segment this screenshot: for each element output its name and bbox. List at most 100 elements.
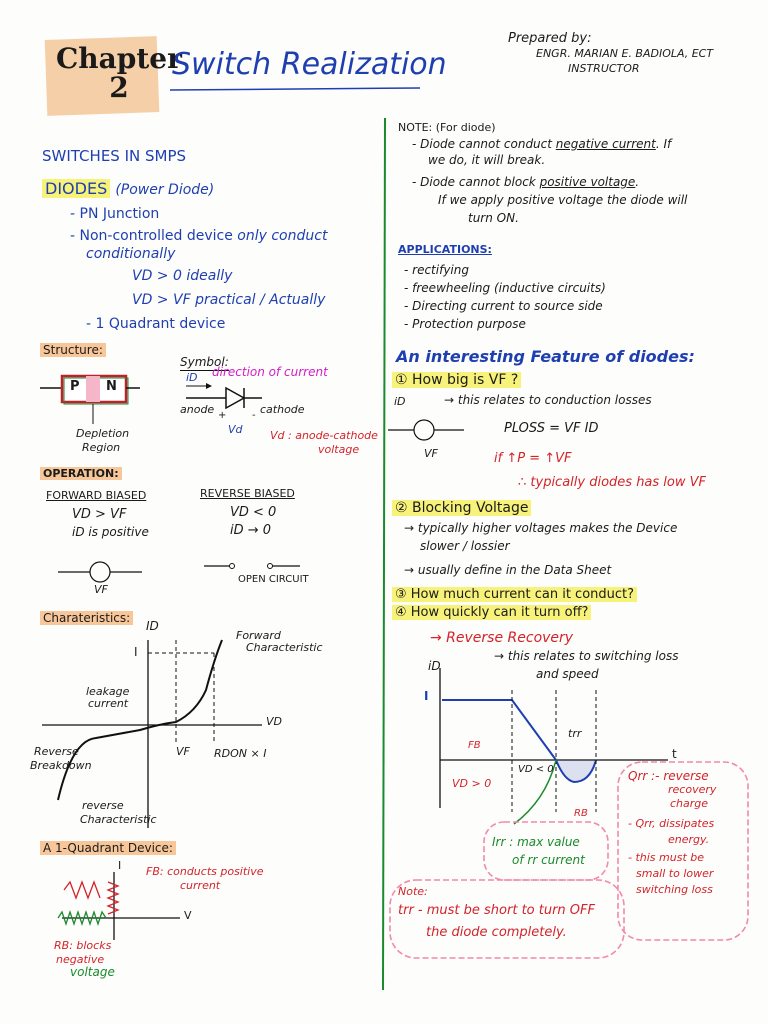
leakage-label: leakage [86, 685, 130, 698]
vd-symbol: Vd [228, 423, 243, 436]
fb-note: FB: conducts positive [146, 865, 264, 878]
q3: ③ How much current can it conduct? [392, 587, 638, 602]
bullet-pn: - PN Junction [70, 206, 160, 222]
note2a: - Diode cannot block [412, 175, 536, 189]
rr-rb-label: RB [574, 808, 588, 819]
p-label: P [70, 379, 80, 394]
characteristics-label: Charateristics: [40, 611, 134, 625]
rr-note1: → this relates to switching loss [494, 649, 679, 663]
bullet-noncontrolled: - Non-controlled device [70, 228, 233, 244]
forward-biased: FORWARD BIASED [46, 489, 147, 502]
rr-t-axis: t [672, 747, 677, 761]
note1d: we do, it will break. [428, 153, 546, 167]
minus-label: - [252, 410, 256, 421]
vd-ideal: VD > 0 ideally [132, 268, 233, 284]
qrr-note3: charge [670, 797, 709, 810]
q4: ④ How quickly can it turn off? [392, 605, 592, 620]
one-quadrant-label: A 1-Quadrant Device: [40, 841, 176, 855]
reverse-biased: REVERSE BIASED [200, 487, 295, 500]
qrr-small2: small to lower [636, 867, 714, 880]
q1-vf-label: VF [424, 447, 438, 460]
page-title: Switch Realization [172, 47, 447, 82]
cathode-label: cathode [260, 403, 305, 416]
chapter-title-block: Chapter 2 [56, 44, 182, 103]
reverse-breakdown: Reverse [34, 745, 79, 758]
anode-label: anode [180, 403, 215, 416]
fb-vf-label: VF [94, 583, 108, 596]
qrr-diss: - Qrr, dissipates [628, 817, 715, 830]
rr-vd-neg: VD < 0 [518, 764, 554, 775]
bullet-noncontrolled-row: - Non-controlled device only conduct [70, 228, 327, 244]
rr-vd-pos: VD > 0 [452, 777, 492, 790]
note-heading: NOTE: (For diode) [398, 121, 496, 134]
qrr-note2: recovery [668, 783, 717, 796]
note2b: positive voltage [539, 175, 636, 189]
q1: ① How big is VF ? [392, 372, 522, 388]
open-circuit-label: OPEN CIRCUIT [238, 574, 309, 585]
rb-cond2: iD → 0 [230, 523, 272, 538]
n-label: N [106, 379, 117, 394]
note2c: . [635, 175, 640, 189]
reverse-breakdown2: Breakdown [30, 759, 92, 772]
final-note-head: Note: [398, 885, 428, 898]
note1a: - Diode cannot conduct [412, 137, 552, 151]
note1c: . If [655, 137, 672, 151]
noncontrolled-note: only conduct [237, 228, 328, 244]
q2: ② Blocking Voltage [392, 500, 532, 516]
forward-char: Forward [236, 629, 281, 642]
q-i-axis: I [118, 859, 122, 872]
q2-note1: → typically higher voltages makes the De… [404, 521, 678, 535]
author-role: INSTRUCTOR [568, 62, 640, 75]
diodes-subtitle: (Power Diode) [115, 182, 215, 198]
note2-row: - Diode cannot block positive voltage. [412, 175, 640, 190]
vf-axis-label: VF [176, 745, 190, 758]
q1-id: iD [394, 395, 406, 408]
direction-label: direction of current [212, 365, 328, 379]
note1-row: - Diode cannot conduct negative current.… [412, 137, 672, 152]
section-heading: SWITCHES IN SMPS [42, 147, 187, 165]
applications-heading: APPLICATIONS: [398, 243, 492, 256]
rr-trr-label: trr [568, 727, 582, 740]
if-line: if ↑P = ↑VF [494, 451, 572, 466]
vd-practical: VD > VF practical / Actually [132, 292, 326, 308]
q-v-axis: V [184, 909, 192, 922]
leakage-label2: current [88, 697, 129, 710]
vd-axis-label: VD [266, 715, 282, 728]
app-item-1: - rectifying [404, 263, 469, 277]
final-note1: trr - must be short to turn OFF [398, 903, 595, 918]
forward-char2: Characteristic [246, 641, 323, 654]
depletion-label: Depletion [76, 427, 130, 440]
q2-note2: slower / lossier [420, 539, 510, 553]
rdon-label: RDON × I [214, 747, 267, 760]
qrr-diss2: energy. [668, 833, 710, 846]
q2-note3: → usually define in the Data Sheet [404, 563, 612, 577]
region-label: Region [82, 441, 121, 454]
qrr-small3: switching loss [636, 883, 713, 896]
final-note2: the diode completely. [426, 925, 567, 940]
reverse-char2: Characteristic [80, 813, 157, 826]
char-id-axis: ID [146, 619, 159, 633]
author-name: ENGR. MARIAN E. BADIOLA, ECT [536, 47, 714, 60]
rb-cond1: VD < 0 [230, 505, 277, 520]
rb-note2: negative [56, 953, 105, 966]
vd-note2: voltage [318, 443, 360, 456]
diodes-heading-row: DIODES (Power Diode) [42, 179, 215, 198]
app-item-2: - freewheeling (inductive circuits) [404, 281, 606, 295]
reverse-recovery: → Reverse Recovery [430, 630, 574, 646]
feature-heading: An interesting Feature of diodes: [396, 347, 695, 366]
rr-i-label: I [424, 689, 429, 703]
vd-note: Vd : anode-cathode [270, 429, 378, 442]
note2e: turn ON. [468, 211, 519, 225]
operation-label: OPERATION: [40, 467, 122, 480]
symbol-id-label: iD [186, 371, 198, 384]
rb-note3: voltage [70, 965, 115, 979]
note2d: If we apply positive voltage the diode w… [438, 193, 688, 207]
qrr-note: Qrr :- reverse [628, 769, 709, 783]
fb-note2: current [180, 879, 221, 892]
chapter-number: 2 [109, 71, 129, 105]
therefore-line: ∴ typically diodes has low VF [518, 475, 707, 490]
app-item-3: - Directing current to source side [404, 299, 603, 313]
ploss-eq: PLOSS = VF ID [504, 421, 599, 436]
